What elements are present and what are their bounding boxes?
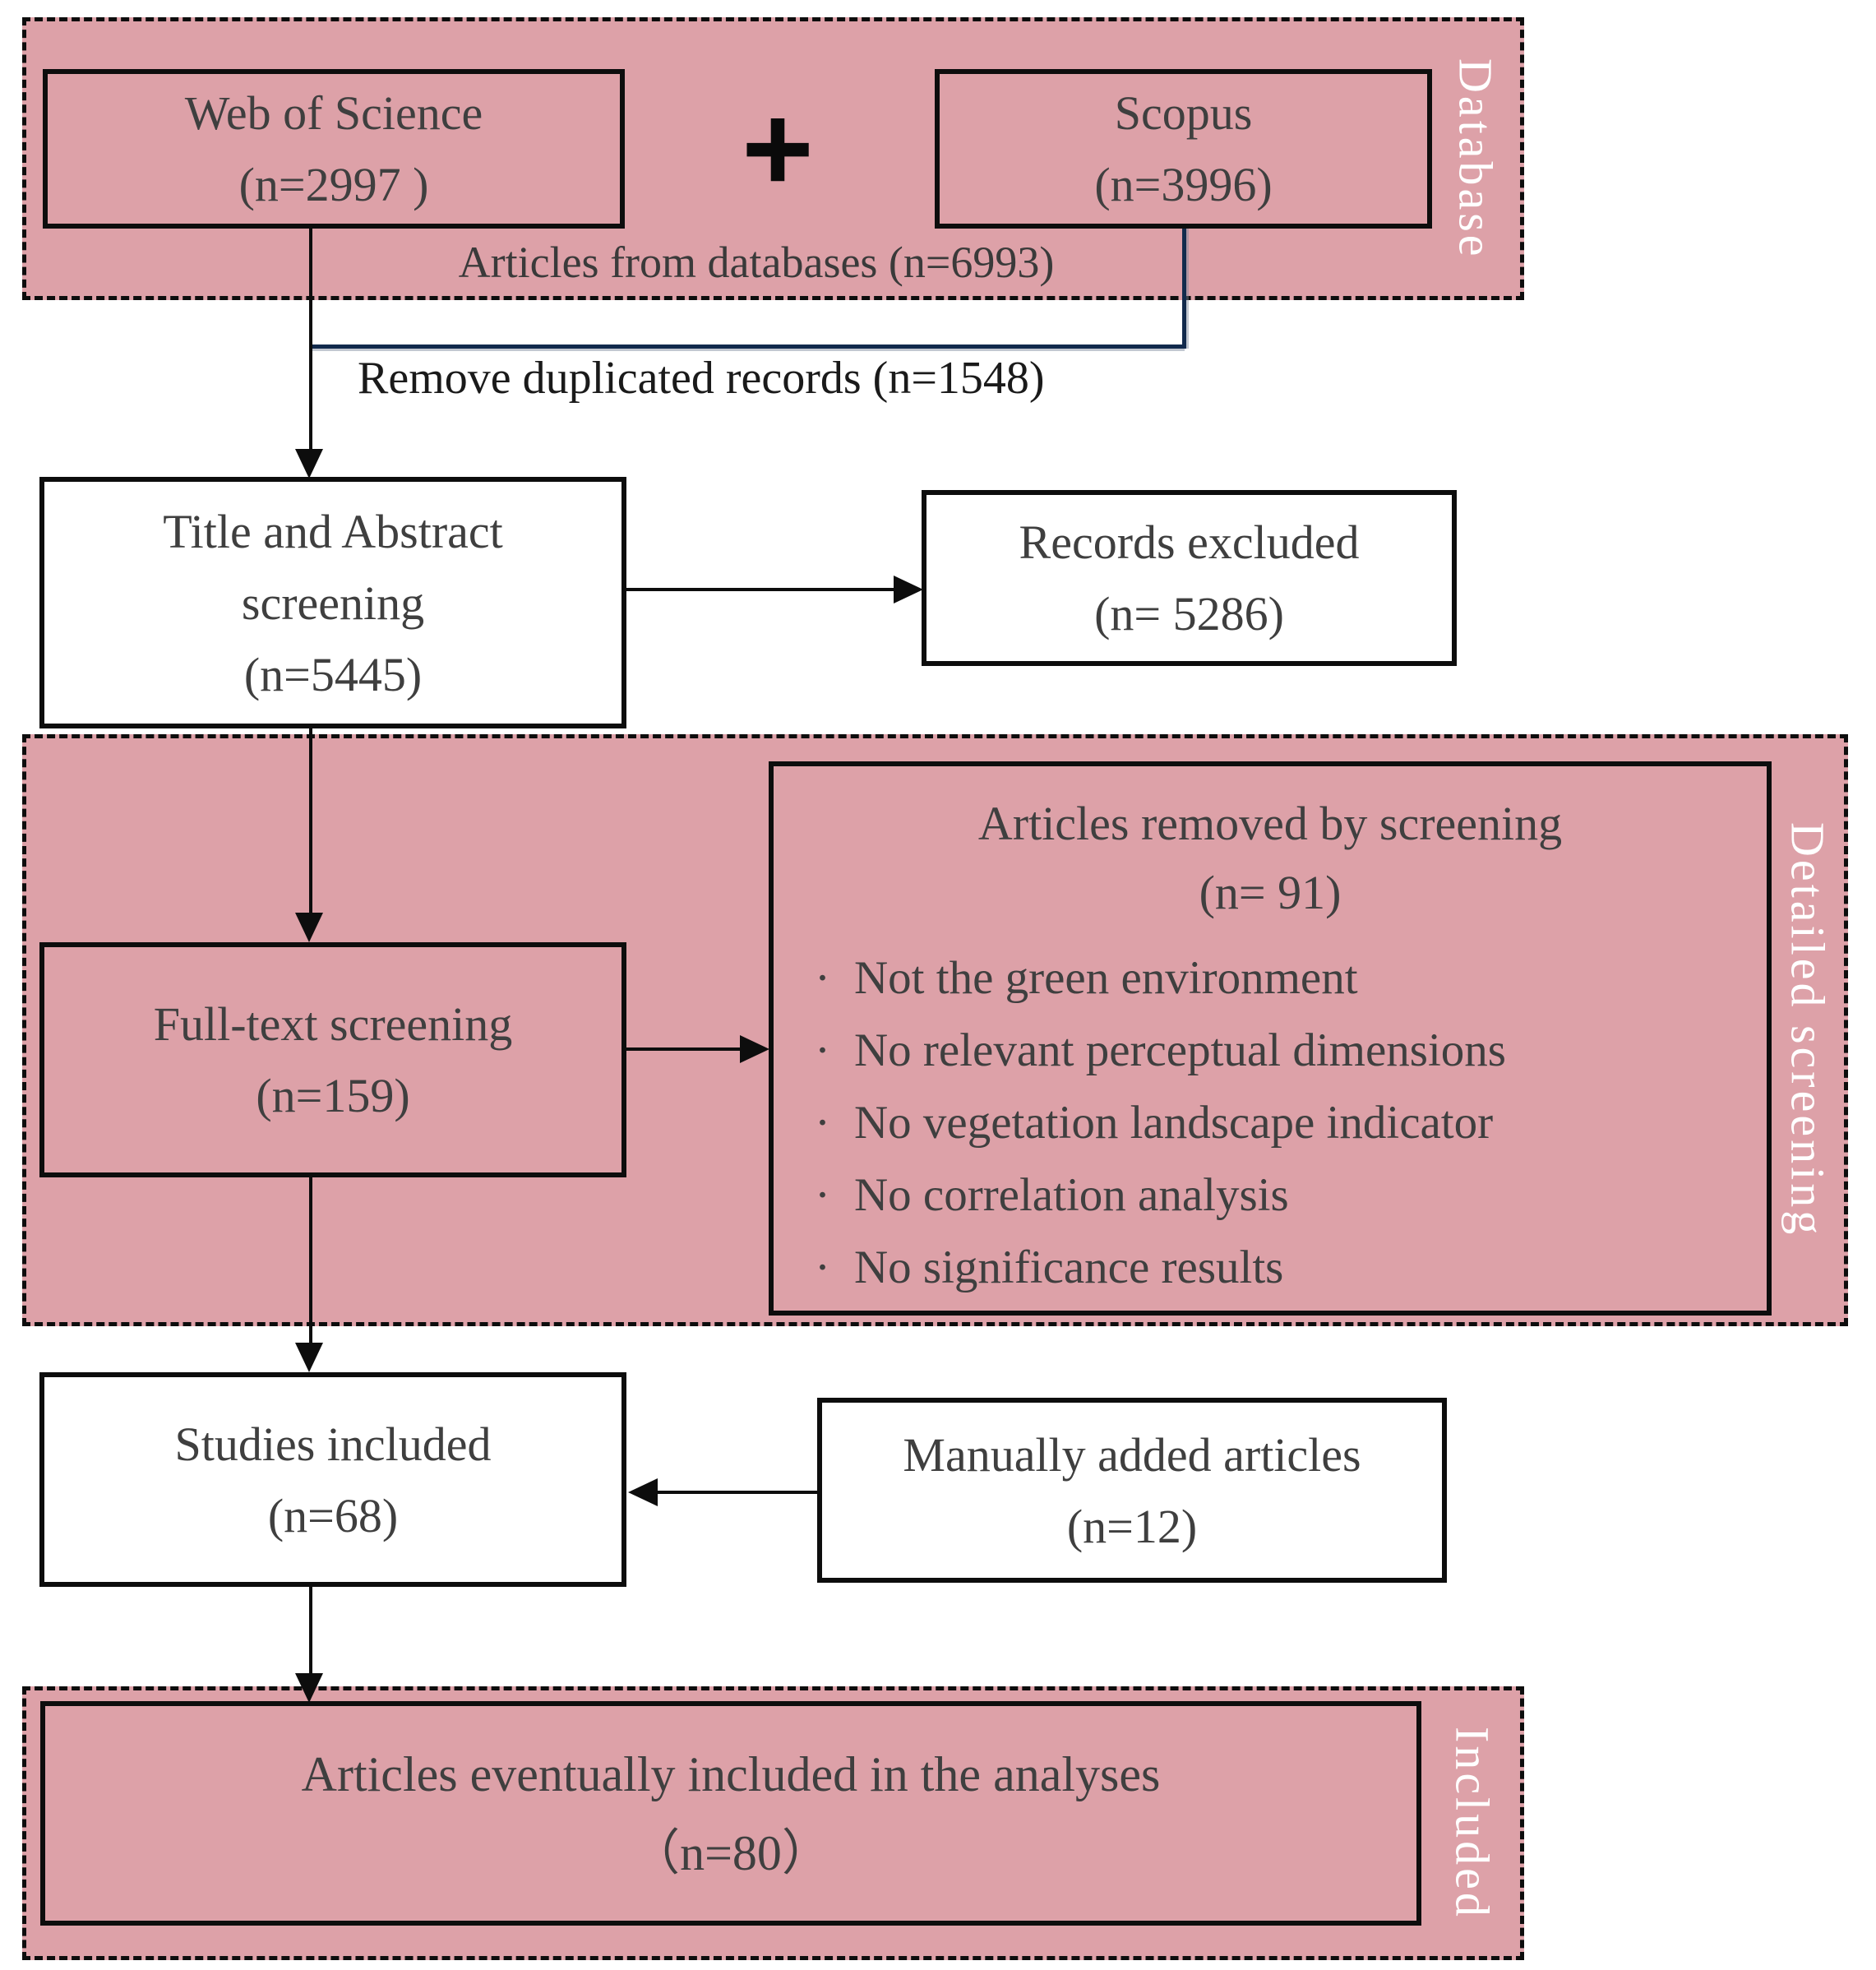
final-included-count: （n=80） — [631, 1825, 831, 1880]
articles-from-databases-caption: Articles from databases (n=6993) — [458, 238, 1055, 287]
arrowhead-into-records-excluded — [894, 576, 923, 603]
arrowhead-into-title-abstract — [295, 449, 323, 479]
arrowhead-into-studies-from-manual — [628, 1478, 658, 1506]
full-text-count: (n=159) — [256, 1069, 410, 1122]
final-included-box: Articles eventually included in the anal… — [40, 1701, 1421, 1926]
exclusion-reason-text: No vegetation landscape indicator — [854, 1097, 1494, 1149]
exclusion-reason-item: · No correlation analysis — [815, 1159, 1750, 1232]
connector-merge-line — [311, 345, 1185, 349]
studies-included-box: Studies included (n=68) — [39, 1372, 626, 1587]
connector-studies-to-final-line — [309, 1587, 312, 1675]
manually-added-box: Manually added articles (n=12) — [817, 1398, 1447, 1583]
title-abstract-line2: screening — [241, 576, 425, 630]
exclusion-reason-text: No correlation analysis — [854, 1169, 1289, 1222]
connector-fulltext-to-studies-line — [309, 1177, 312, 1344]
connector-title-to-fulltext-line — [309, 728, 312, 914]
full-text-screening-box: Full-text screening (n=159) — [39, 942, 626, 1177]
exclusion-reason-item: · No vegetation landscape indicator — [815, 1087, 1750, 1159]
bullet-glyph: · — [815, 952, 830, 1005]
web-of-science-count: (n=2997 ) — [238, 158, 429, 211]
records-excluded-box: Records excluded (n= 5286) — [922, 490, 1457, 666]
manually-added-label: Manually added articles — [903, 1427, 1361, 1482]
bullet-glyph: · — [815, 1242, 830, 1294]
bullet-glyph: · — [815, 1024, 830, 1077]
full-text-label: Full-text screening — [153, 997, 513, 1051]
arrowhead-into-full-text — [295, 913, 323, 942]
arrowhead-into-articles-removed — [740, 1035, 769, 1063]
title-abstract-count: (n=5445) — [243, 647, 423, 701]
stage-label-database: Database — [1449, 58, 1503, 260]
studies-included-count: (n=68) — [267, 1488, 399, 1542]
connector-wos-to-title-line — [309, 229, 312, 451]
records-excluded-count: (n= 5286) — [1094, 587, 1284, 640]
exclusion-reason-item: · No relevant perceptual dimensions — [815, 1015, 1750, 1087]
stage-label-included: Included — [1445, 1726, 1499, 1920]
connector-fulltext-to-removed-line — [626, 1047, 742, 1051]
web-of-science-box: Web of Science (n=2997 ) — [43, 69, 625, 229]
plus-symbol: + — [742, 78, 814, 217]
exclusion-reason-text: No significance results — [854, 1242, 1284, 1294]
exclusion-reason-item: · Not the green environment — [815, 942, 1750, 1015]
stage-label-detailed-screening: Detailed screening — [1781, 822, 1835, 1238]
remove-duplicated-caption: Remove duplicated records (n=1548) — [358, 353, 1045, 404]
bullet-glyph: · — [815, 1169, 830, 1222]
title-abstract-line1: Title and Abstract — [163, 504, 503, 558]
final-included-label: Articles eventually included in the anal… — [301, 1746, 1161, 1801]
web-of-science-label: Web of Science — [184, 86, 483, 140]
articles-removed-count: (n= 91) — [1199, 866, 1342, 920]
exclusion-reason-text: Not the green environment — [854, 952, 1358, 1005]
arrowhead-into-final-box — [295, 1673, 323, 1703]
articles-removed-label: Articles removed by screening — [977, 797, 1563, 850]
manually-added-count: (n=12) — [1066, 1499, 1198, 1553]
arrowhead-into-studies-included — [295, 1343, 323, 1372]
scopus-count: (n=3996) — [1094, 158, 1273, 211]
records-excluded-label: Records excluded — [1019, 516, 1360, 569]
scopus-label: Scopus — [1114, 86, 1253, 140]
bullet-glyph: · — [815, 1097, 830, 1149]
connector-manual-to-studies-line — [656, 1491, 817, 1494]
connector-title-to-excluded-line — [626, 588, 895, 591]
connector-scopus-down-line — [1182, 229, 1186, 349]
scopus-box: Scopus (n=3996) — [935, 69, 1432, 229]
exclusion-reason-text: No relevant perceptual dimensions — [854, 1024, 1506, 1077]
exclusion-reason-item: · No significance results — [815, 1232, 1750, 1304]
articles-removed-box: Articles removed by screening (n= 91) · N… — [769, 761, 1772, 1316]
studies-included-label: Studies included — [174, 1417, 492, 1471]
title-abstract-screening-box: Title and Abstract screening (n=5445) — [39, 477, 626, 728]
exclusion-reasons-list: · Not the green environment · No relevant p… — [774, 927, 1767, 1304]
